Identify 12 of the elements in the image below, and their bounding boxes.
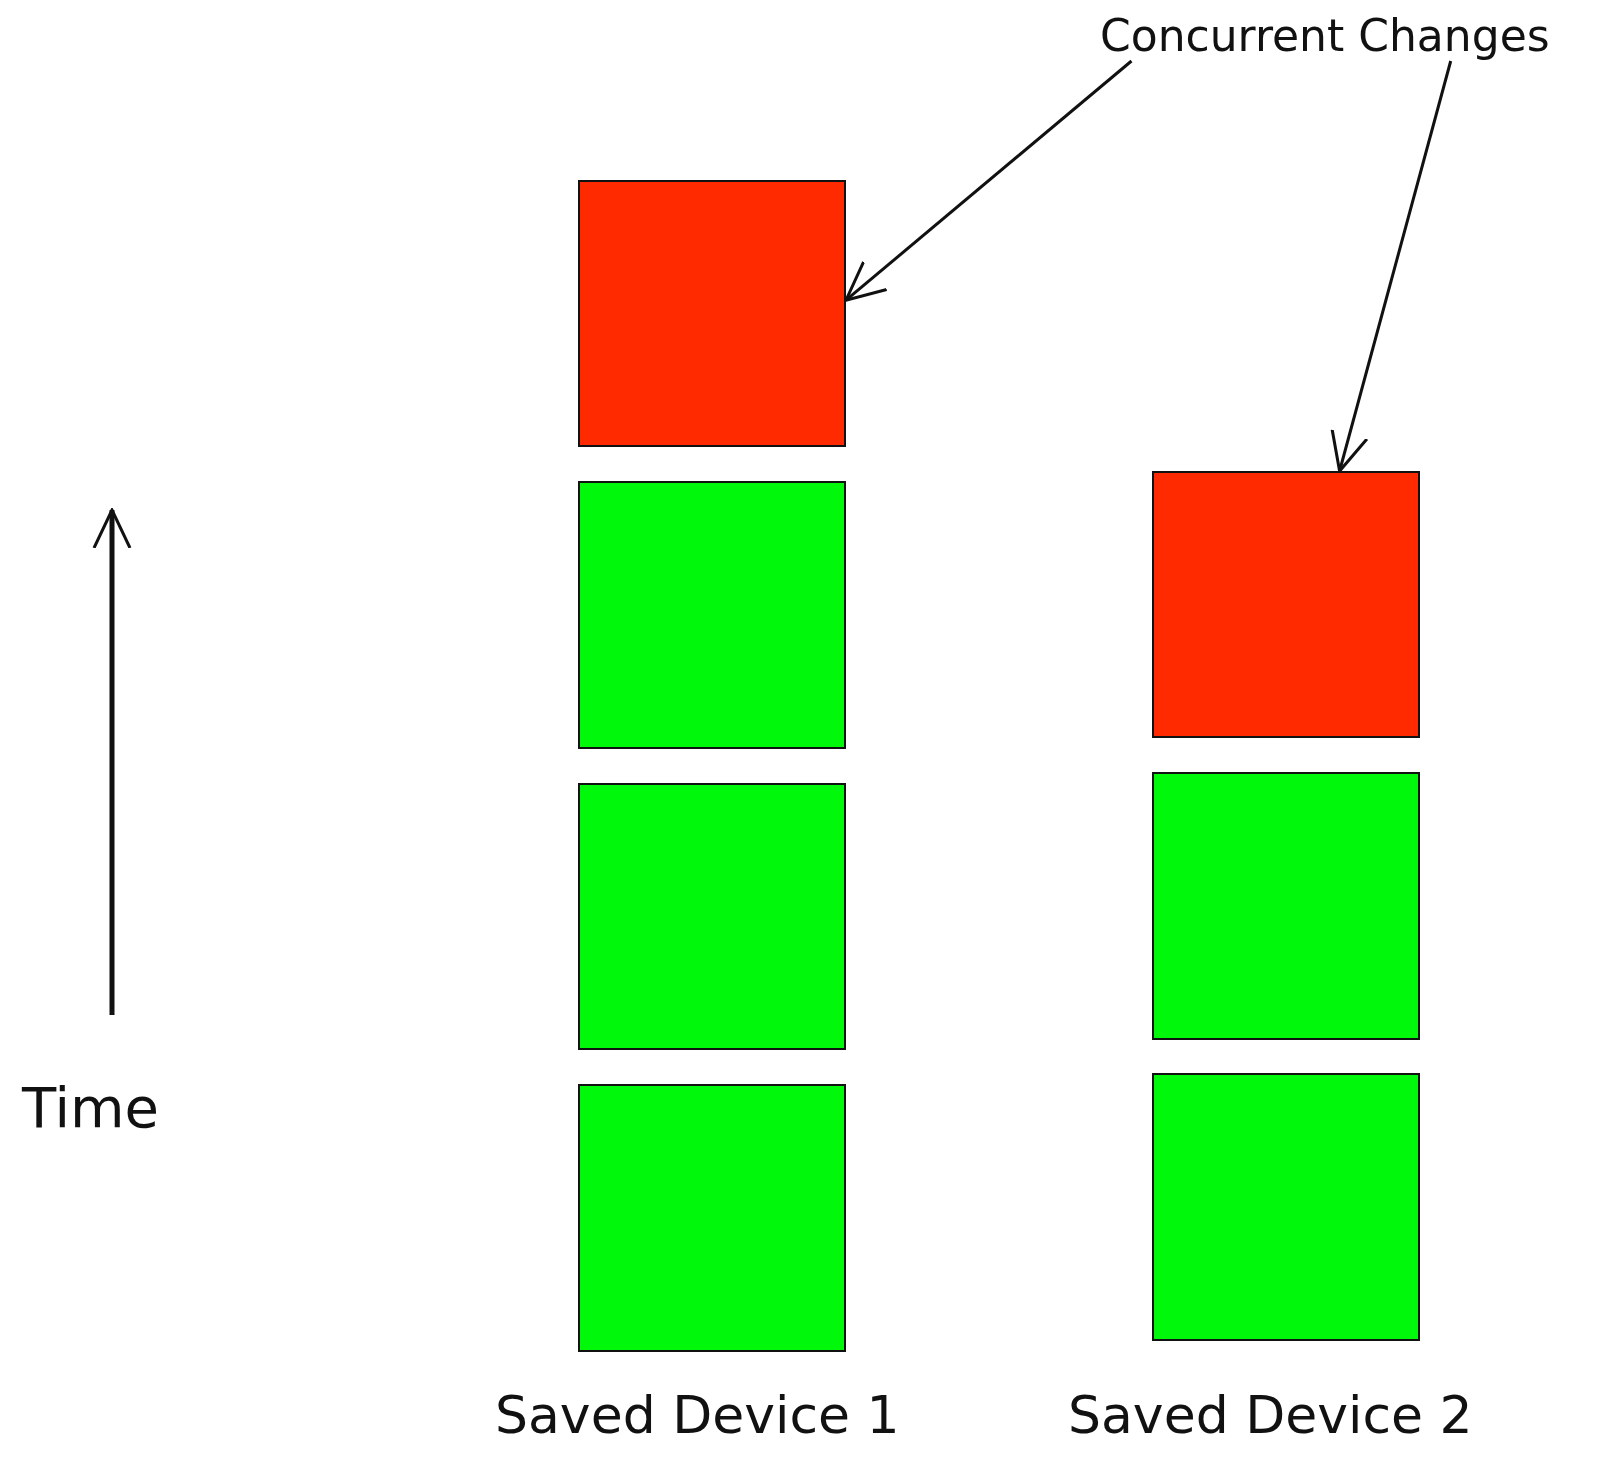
square-block xyxy=(1152,471,1420,738)
axis-label: Time xyxy=(22,1075,160,1140)
leader-arrow xyxy=(1330,60,1453,473)
square-block xyxy=(1152,772,1420,1040)
column-label: Saved Device 1 xyxy=(495,1385,900,1445)
square-block xyxy=(578,1084,846,1352)
square-block xyxy=(1152,1073,1420,1341)
square-block xyxy=(578,481,846,749)
callout-text: Concurrent Changes xyxy=(1100,10,1550,61)
square-block xyxy=(578,783,846,1050)
column-label: Saved Device 2 xyxy=(1068,1385,1473,1445)
square-block xyxy=(578,180,846,447)
